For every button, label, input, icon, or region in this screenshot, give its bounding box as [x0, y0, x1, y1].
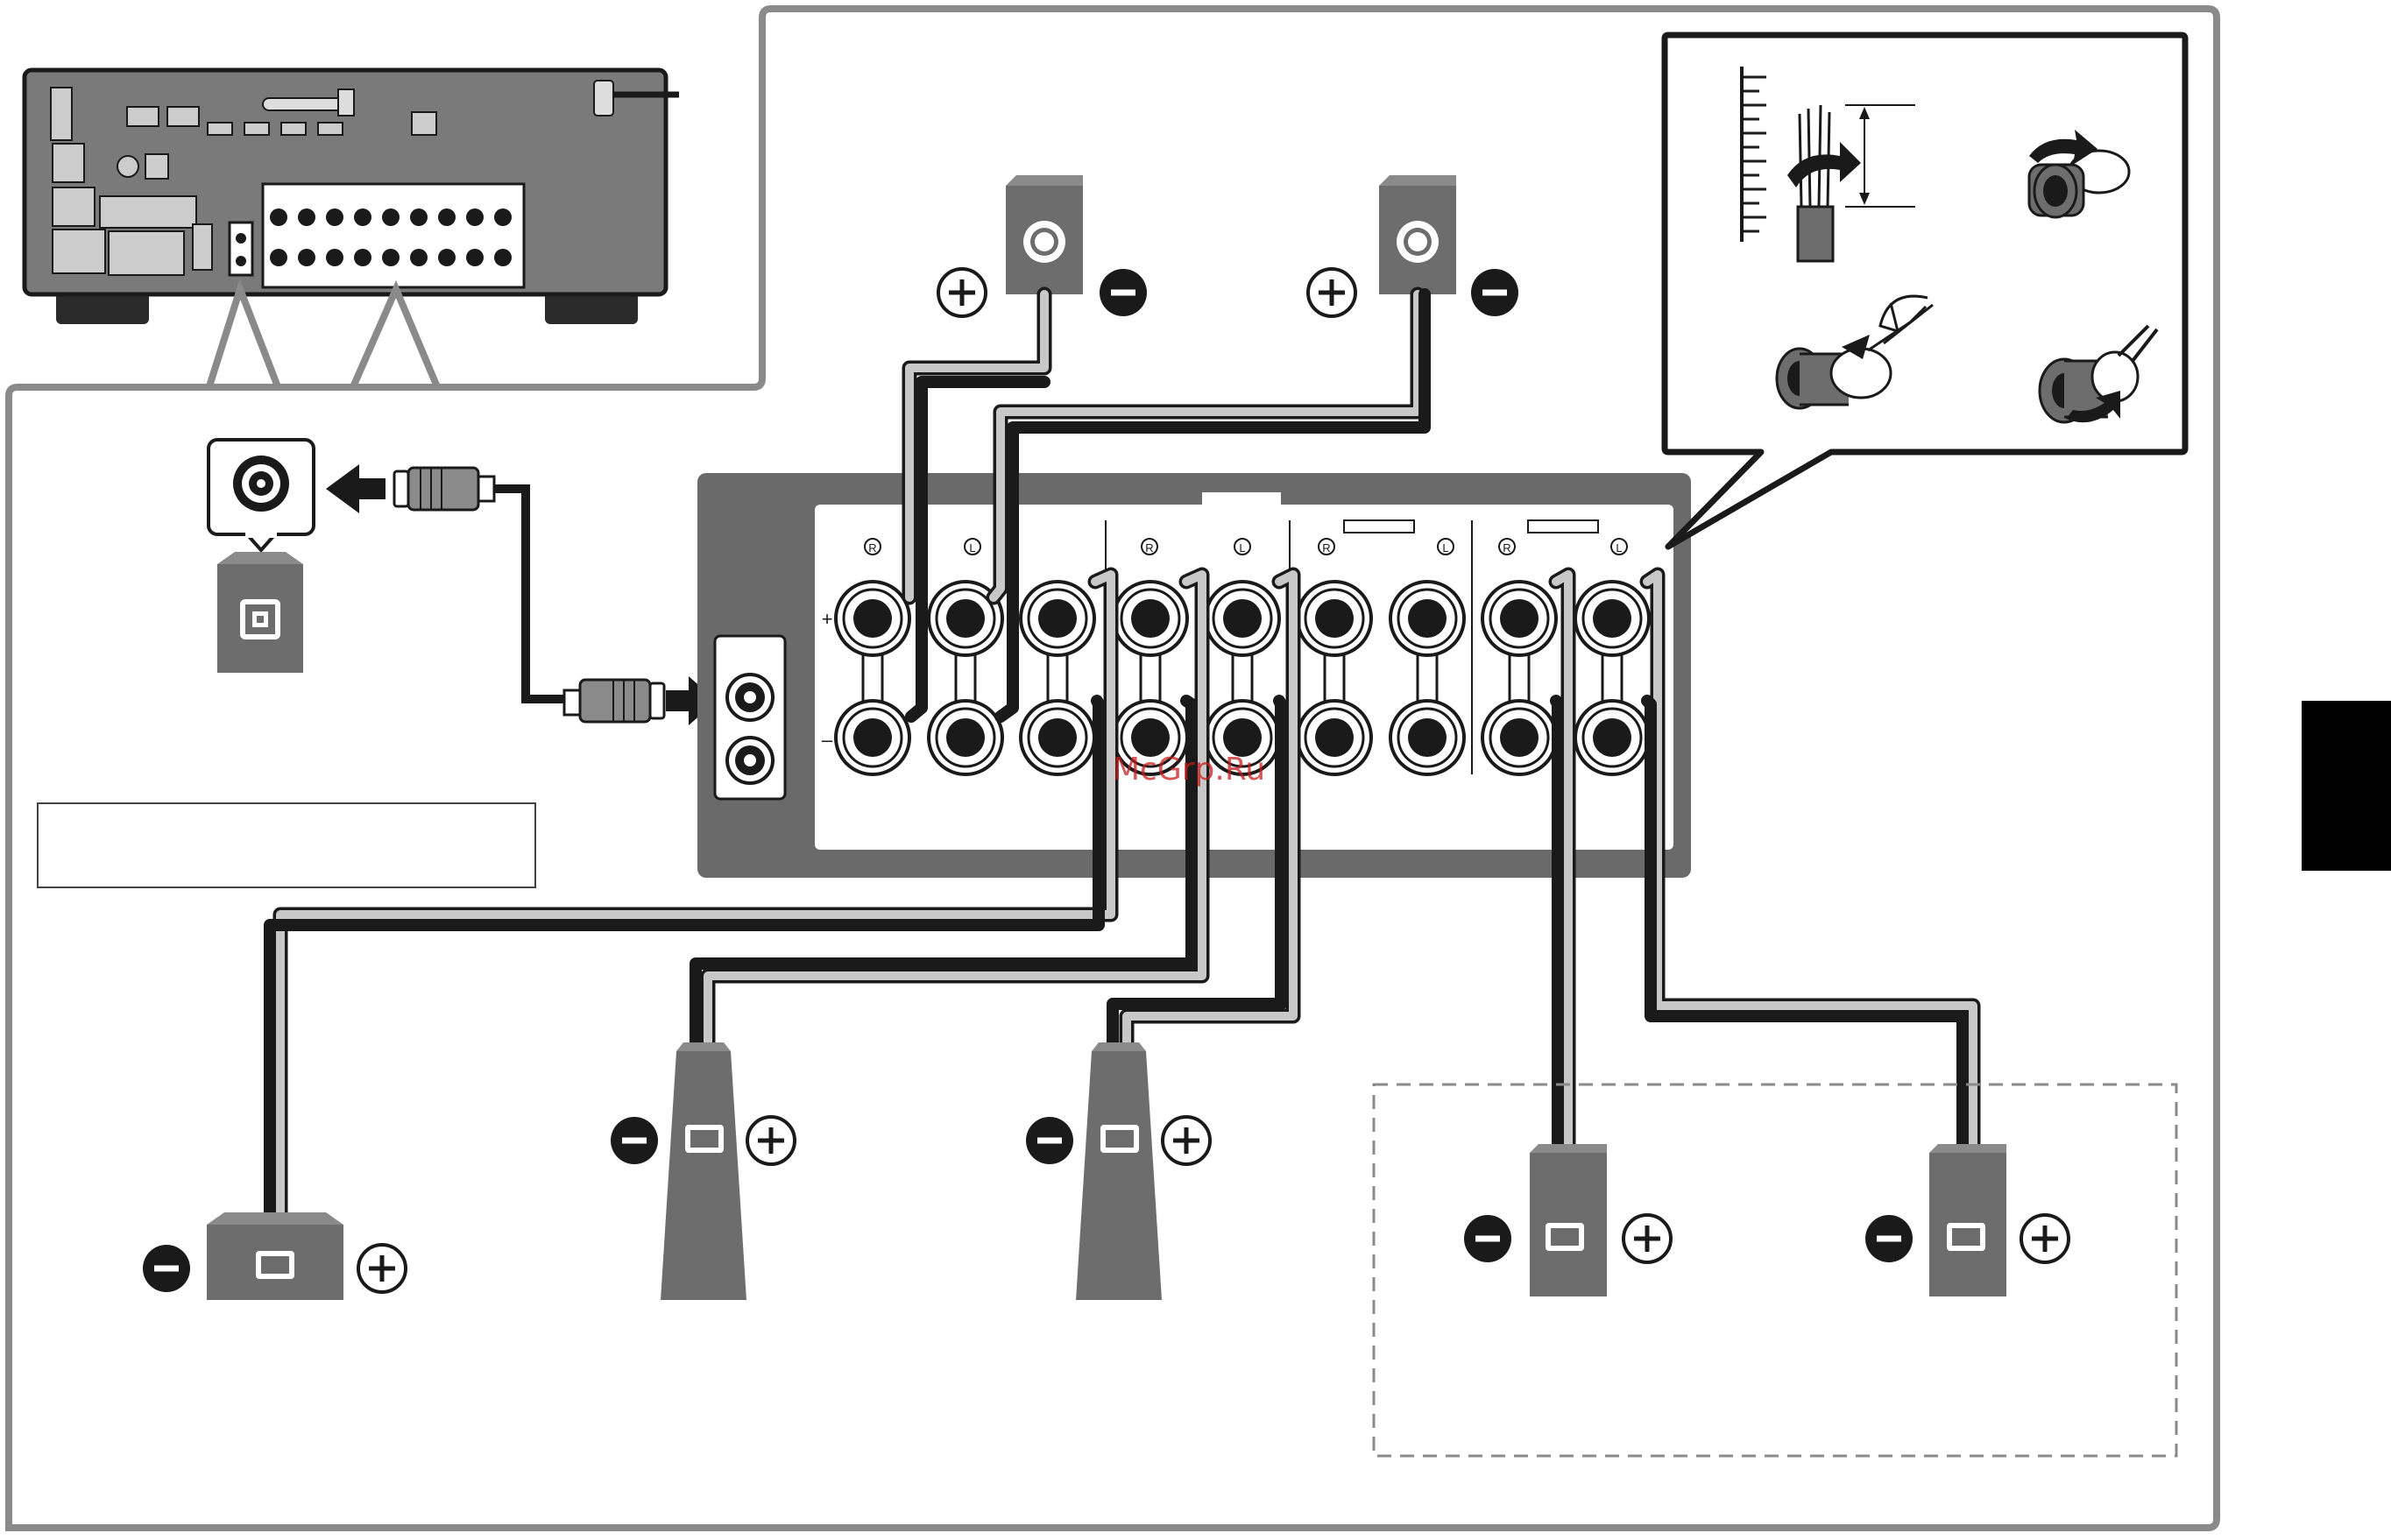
surround-speaker-right	[661, 1042, 746, 1300]
surround-back-speaker-left	[1929, 1144, 2006, 1296]
mark-right-back: R	[1322, 541, 1330, 555]
receiver-rear-panel	[25, 70, 679, 324]
surround-back-speaker-right	[1530, 1144, 1607, 1296]
front-speaker-left	[1379, 175, 1456, 294]
connection-inset	[1665, 35, 2185, 547]
mark-left-front: L	[969, 541, 975, 555]
zoom-callout-lines	[209, 289, 438, 389]
mark-right-front: R	[868, 541, 876, 555]
mark-right-surround: R	[1145, 541, 1153, 555]
subwoofer	[209, 440, 314, 673]
mark-left-back: L	[1442, 541, 1448, 555]
mark-left-zone: L	[1616, 541, 1622, 555]
mark-right-zone: R	[1503, 541, 1510, 555]
center-speaker	[207, 1212, 343, 1300]
front-speaker-right	[1006, 175, 1083, 294]
mark-left-surround: L	[1239, 541, 1245, 555]
subwoofer-cable	[326, 464, 717, 725]
watermark: McGrp.Ru	[1113, 752, 1265, 788]
blank-caption-box	[37, 802, 536, 888]
mark-minus-row: –	[822, 729, 833, 751]
surround-speaker-left	[1076, 1042, 1162, 1300]
section-tab	[2302, 701, 2391, 871]
mark-plus-row: +	[822, 608, 833, 630]
surround-back-zone	[1374, 1084, 2176, 1456]
